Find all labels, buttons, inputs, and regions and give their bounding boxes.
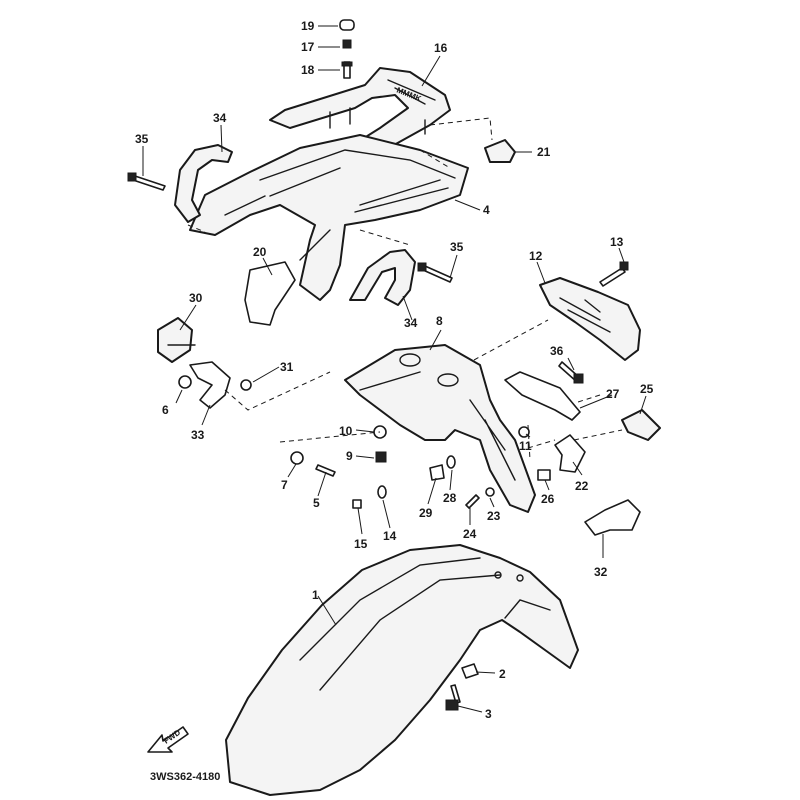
bolt-part-35-left	[127, 172, 166, 191]
callout-6: 6	[162, 403, 169, 417]
callout-35-right: 35	[450, 240, 464, 254]
rear-fender-mount-part-8	[344, 344, 536, 513]
callout-15: 15	[354, 537, 368, 551]
callout-5: 5	[313, 496, 320, 510]
forward-arrow-icon: FWD	[147, 726, 189, 753]
bolt-part-35-right	[417, 262, 453, 283]
callout-12: 12	[529, 249, 543, 263]
front-fender-part-1	[225, 544, 579, 796]
callout-1: 1	[312, 588, 319, 602]
license-light-part-25	[621, 409, 661, 441]
callout-28: 28	[443, 491, 457, 505]
reference-code: 3WS362-4180	[150, 771, 220, 783]
callout-18: 18	[301, 63, 315, 77]
callout-17: 17	[301, 40, 315, 54]
callout-21: 21	[537, 145, 551, 159]
fender-fasteners-parts-2-3	[445, 663, 479, 711]
callout-30: 30	[189, 291, 203, 305]
callout-13: 13	[610, 235, 624, 249]
callout-25: 25	[640, 382, 654, 396]
bracket-part-32	[584, 499, 641, 536]
callout-16: 16	[434, 41, 448, 55]
grab-handle-part-34-right	[349, 249, 416, 306]
bolt-part-13	[599, 261, 629, 287]
callout-34-top: 34	[213, 111, 227, 125]
callout-24: 24	[463, 527, 477, 541]
side-cover-part-20	[244, 261, 296, 326]
callout-34-bottom: 34	[404, 316, 418, 330]
callout-26: 26	[541, 492, 555, 506]
callout-23: 23	[487, 509, 501, 523]
small-fasteners	[178, 375, 551, 509]
stay-part-22	[554, 434, 586, 473]
callout-19: 19	[301, 19, 315, 33]
callout-32: 32	[594, 565, 608, 579]
callout-27: 27	[606, 387, 620, 401]
callout-20: 20	[253, 245, 267, 259]
plate-part-27	[504, 371, 581, 421]
callout-8: 8	[436, 314, 443, 328]
callout-14: 14	[383, 529, 397, 543]
callout-29: 29	[419, 506, 433, 520]
grab-handle-part-34-left	[174, 144, 233, 223]
callout-36: 36	[550, 344, 564, 358]
grab-bar-part-4	[189, 134, 469, 301]
tail-emblem-part-30	[157, 317, 196, 363]
bolt-part-36	[558, 361, 584, 384]
callout-10: 10	[339, 424, 353, 438]
bracket-part-33	[189, 361, 231, 409]
bolt-parts-17-18-19	[339, 19, 355, 79]
callout-2: 2	[499, 667, 506, 681]
callout-11: 11	[519, 439, 532, 453]
callout-9: 9	[346, 449, 353, 463]
damper-part-21	[484, 139, 516, 163]
callout-3: 3	[485, 707, 492, 721]
callout-labels: 1 2 3 4 5 6 7 8 9 10 11 12 13 14 15 16 1…	[135, 19, 654, 721]
callout-22: 22	[575, 479, 589, 493]
callout-33: 33	[191, 428, 205, 442]
reflector-bracket-part-12	[539, 277, 641, 361]
assembly-lines	[187, 117, 623, 461]
callout-35-left: 35	[135, 132, 149, 146]
callout-4: 4	[483, 203, 490, 217]
callout-31: 31	[280, 360, 294, 374]
callout-7: 7	[281, 478, 288, 492]
leader-lines	[142, 25, 647, 713]
